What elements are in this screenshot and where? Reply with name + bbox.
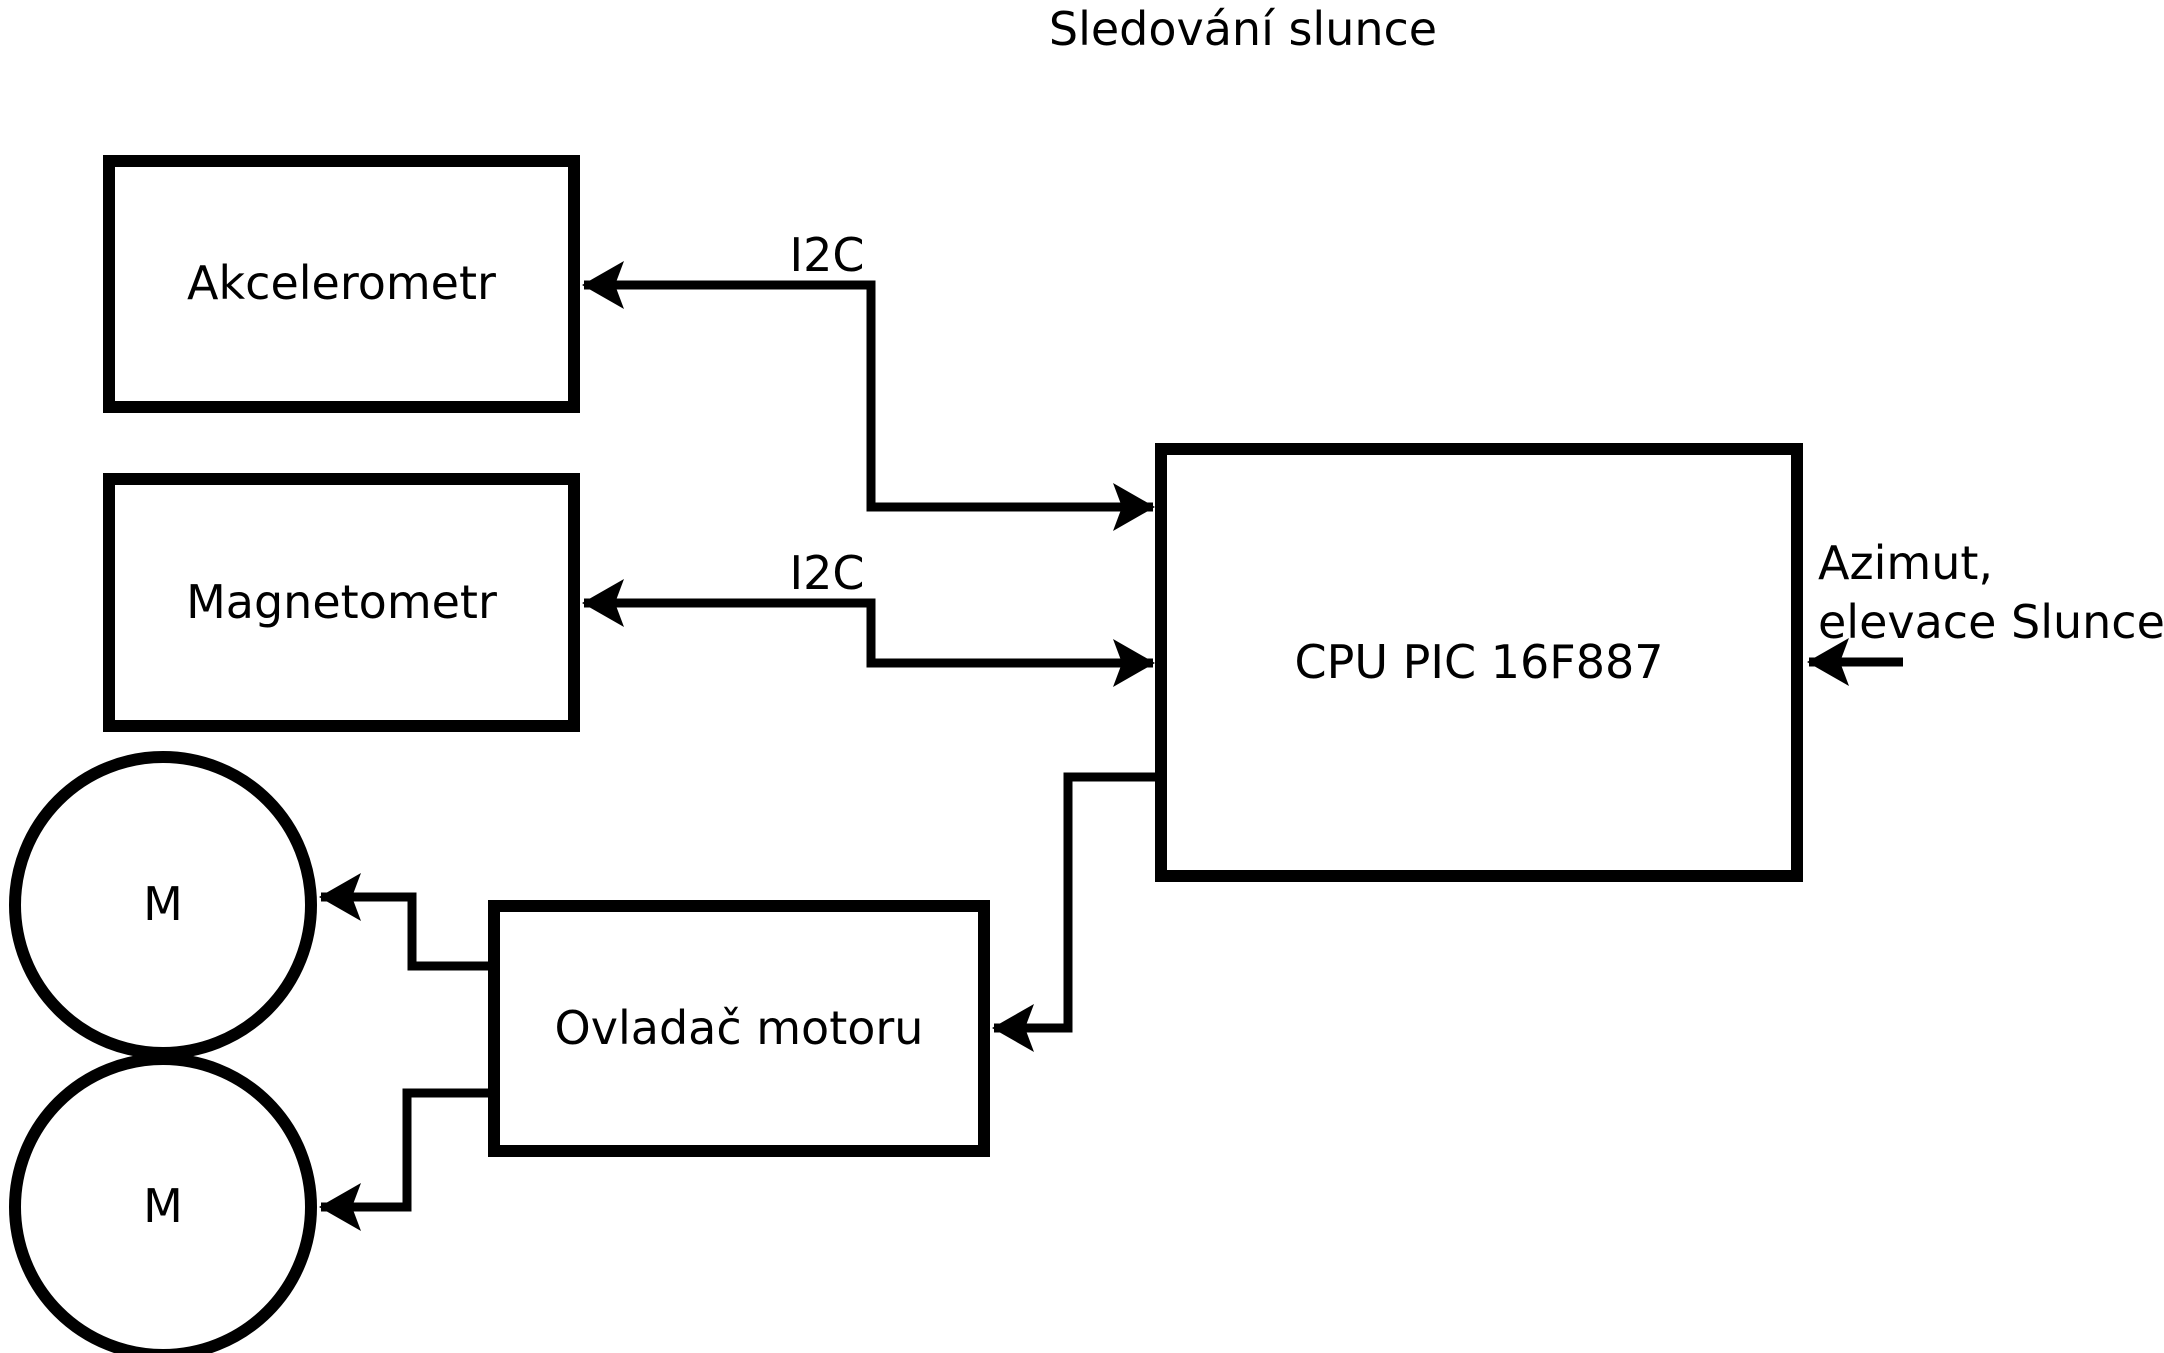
motor2-label: M <box>143 1179 183 1234</box>
cpu-block: CPU PIC 16F887 <box>1155 443 1803 882</box>
azimut-line2: elevace Slunce <box>1818 594 2164 649</box>
azimut-line1: Azimut, <box>1818 536 1994 590</box>
magnetometer-label: Magnetometr <box>186 574 497 629</box>
diagram-title: Sledování slunce <box>1048 2 1438 56</box>
motor2-circle <box>9 1053 317 1353</box>
connector-ovladac-motor1 <box>319 873 490 971</box>
connector-cpu-ovladac <box>992 772 1157 1052</box>
motor-driver-block: Ovladač motoru <box>488 900 990 1157</box>
connector-i2c-magnetometr-cpu <box>582 579 1155 687</box>
connector-i2c-akcelerometr-cpu <box>582 261 1155 531</box>
magnetometer-block: Magnetometr <box>103 473 580 732</box>
connector-ovladac-motor2 <box>319 1088 490 1231</box>
i2c-bus-label-akcelerometr: I2C <box>789 228 865 282</box>
motor1-label: M <box>143 877 183 932</box>
accelerometer-block: Akcelerometr <box>103 155 580 413</box>
cpu-label: CPU PIC 16F887 <box>1294 634 1664 689</box>
motor-driver-label: Ovladač motoru <box>554 1000 924 1055</box>
azimut-elevace-input-label: Azimut, elevace Slunce <box>1818 534 2164 652</box>
accelerometer-label: Akcelerometr <box>187 256 496 311</box>
i2c-bus-label-magnetometr: I2C <box>789 546 865 600</box>
